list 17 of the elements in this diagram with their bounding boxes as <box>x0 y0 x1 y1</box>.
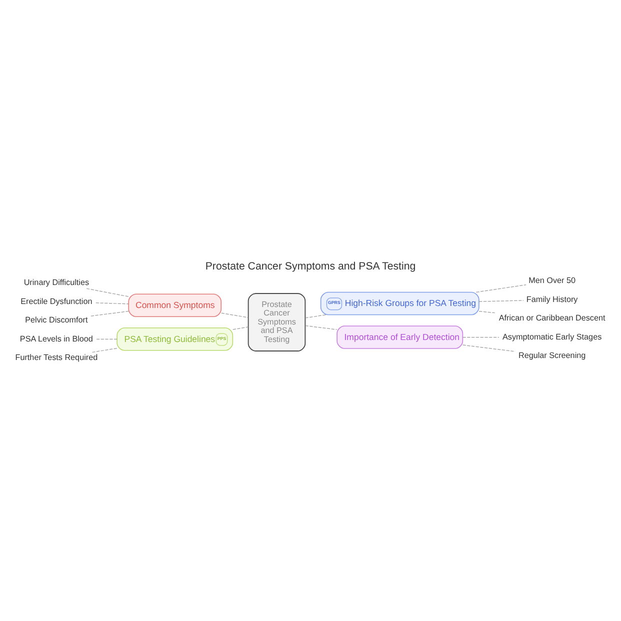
connector <box>90 310 129 316</box>
connector <box>478 310 496 313</box>
connector <box>92 347 118 352</box>
connector <box>96 302 129 304</box>
connector <box>221 312 248 318</box>
connector <box>305 324 338 330</box>
connector <box>86 288 129 296</box>
connector <box>462 336 500 338</box>
connector <box>478 300 524 302</box>
connector <box>232 326 248 330</box>
connector <box>476 284 526 292</box>
connector <box>96 338 118 339</box>
connector <box>462 344 516 352</box>
node-box: Common Symptoms <box>128 293 222 317</box>
diagram-title: Prostate Cancer Symptoms and PSA Testing <box>205 260 416 272</box>
node-box: Importance of Early Detection <box>336 325 464 348</box>
connector <box>305 314 326 318</box>
